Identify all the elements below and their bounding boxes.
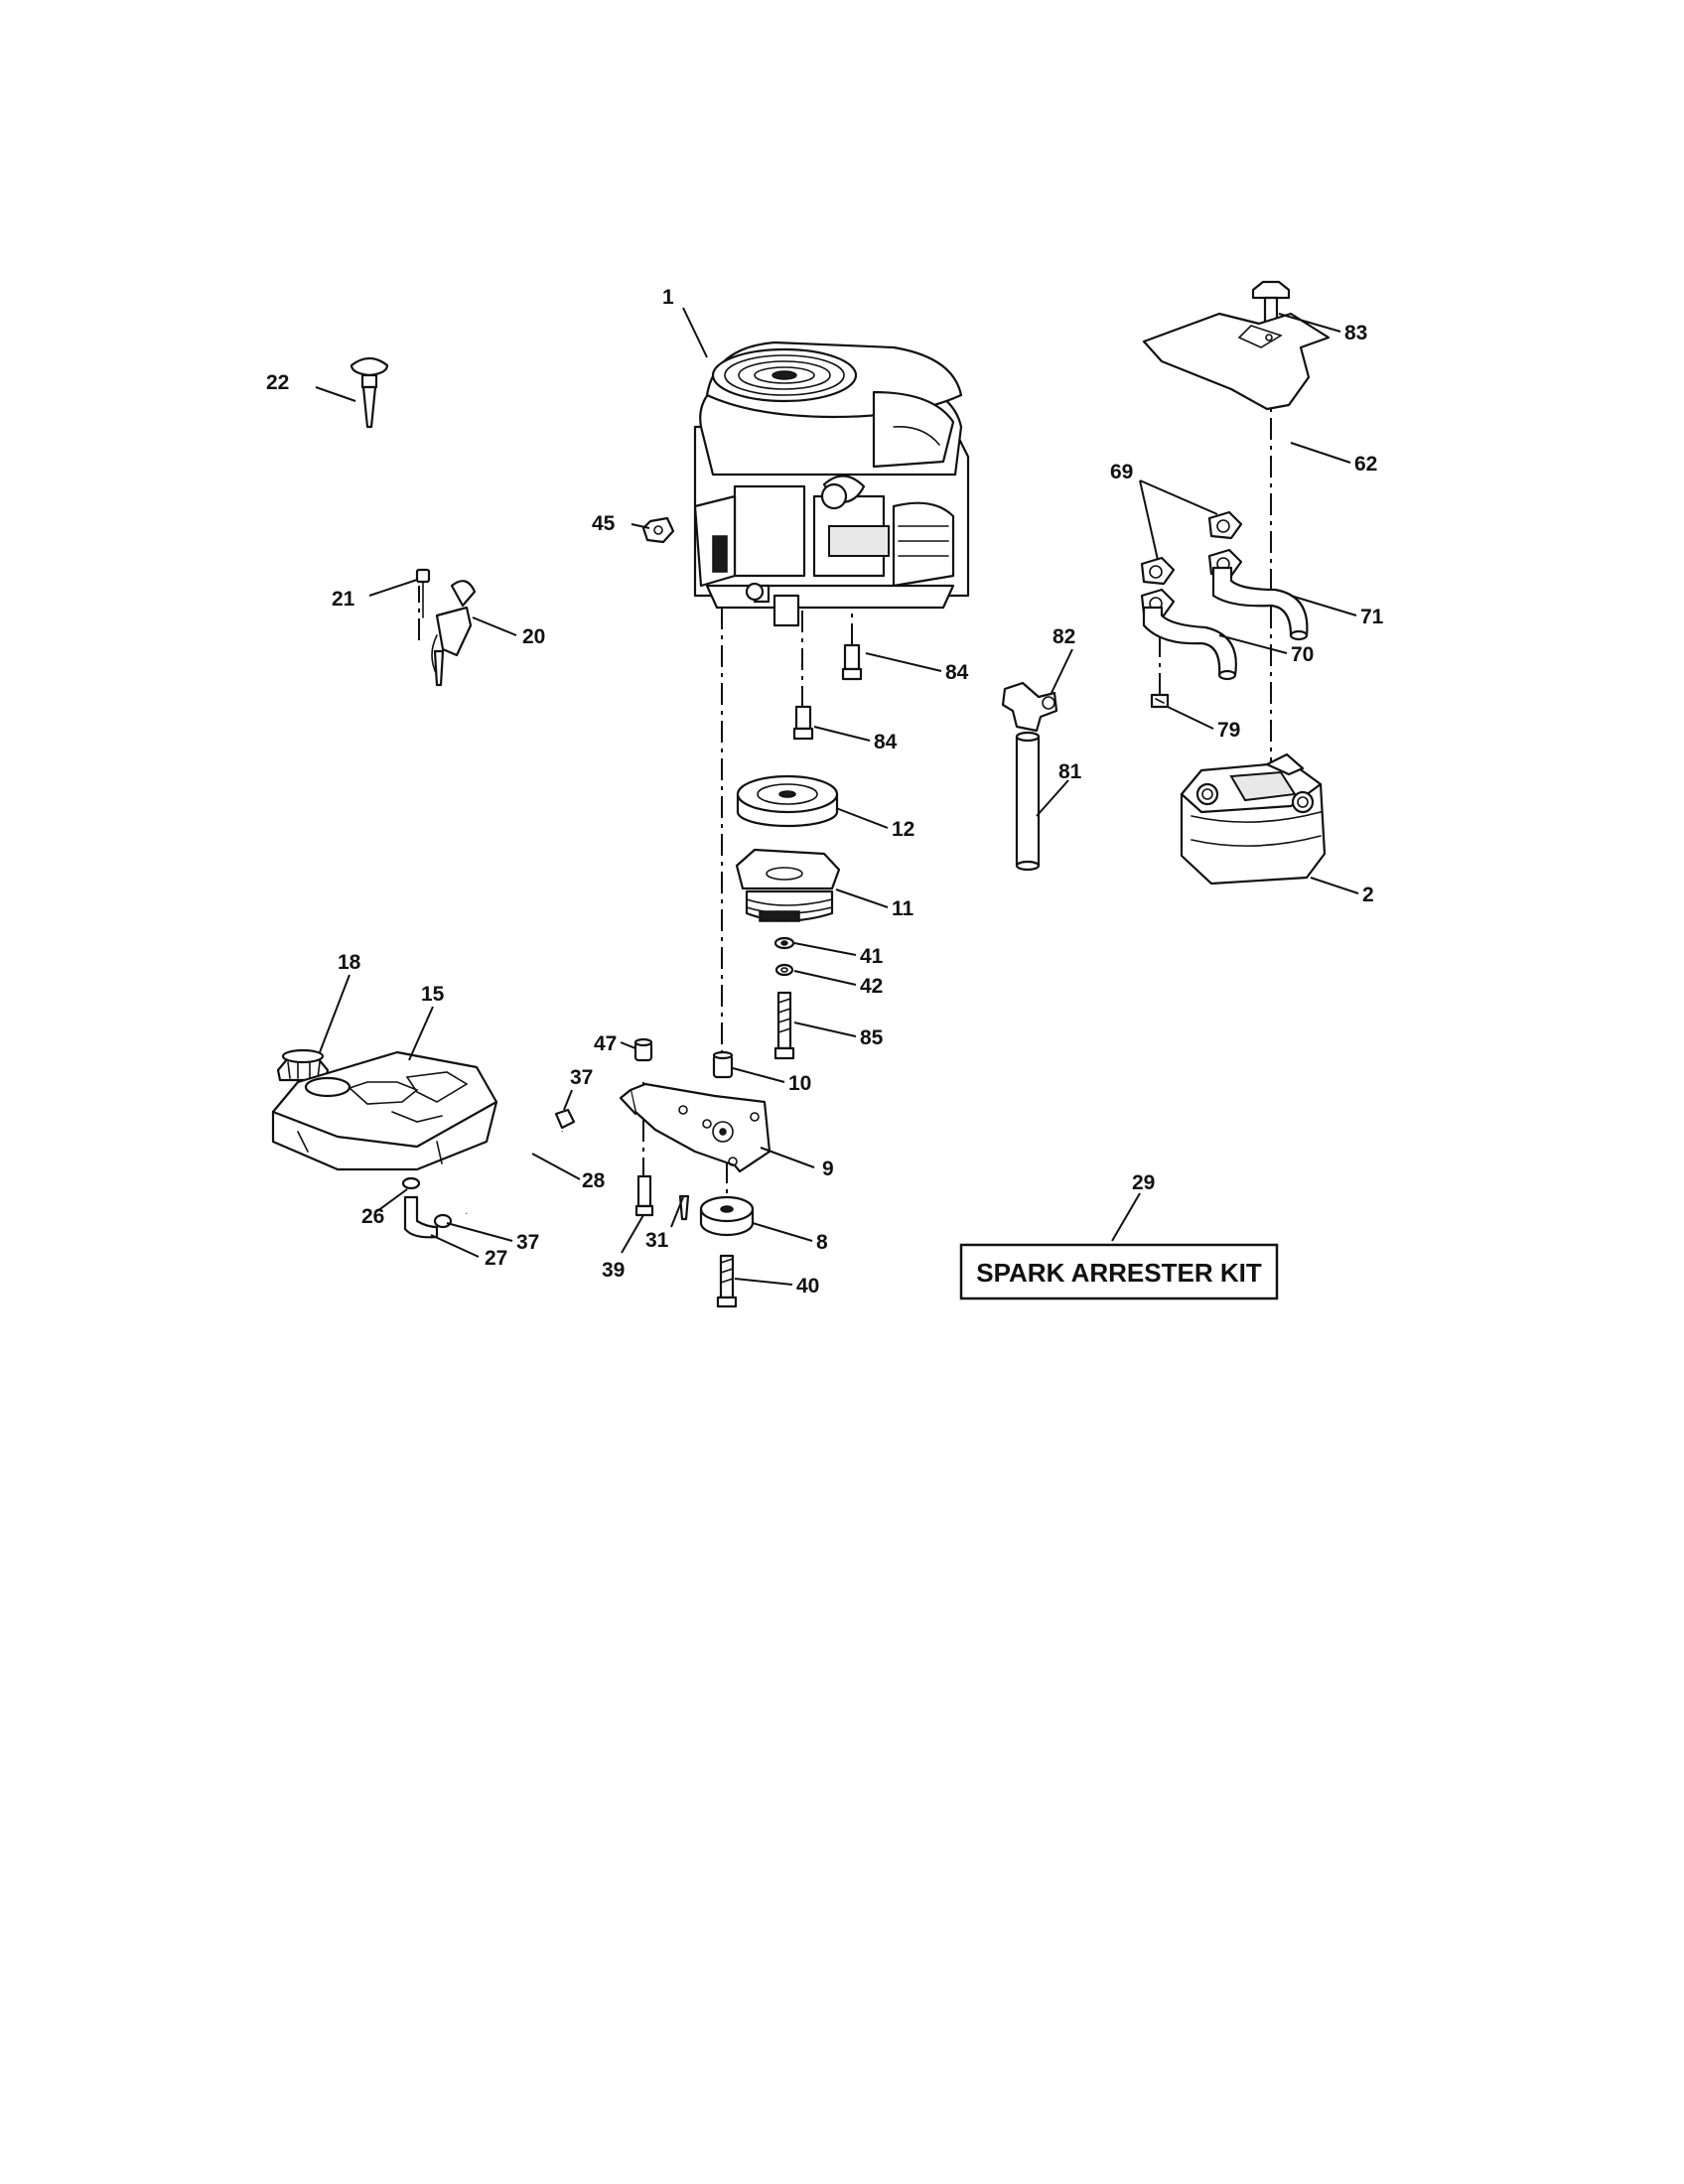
callout-40: 40 (796, 1275, 819, 1297)
callout-numbers: 1 22 45 21 20 83 62 69 71 70 79 84 84 82… (266, 286, 1384, 1297)
callout-39: 39 (602, 1259, 625, 1282)
callout-28: 28 (582, 1169, 606, 1192)
long-bolt-icon (773, 991, 795, 1060)
callout-21: 21 (332, 588, 355, 611)
fuel-tank-icon (271, 1050, 498, 1171)
callout-8: 8 (816, 1231, 828, 1254)
bolt-icon (716, 1254, 738, 1308)
callout-45: 45 (592, 512, 616, 535)
callout-18: 18 (338, 951, 361, 974)
callout-85: 85 (860, 1026, 884, 1049)
callout-79: 79 (1217, 719, 1240, 742)
callout-10: 10 (788, 1072, 811, 1095)
throttle-bracket-icon (415, 568, 477, 687)
elbow-fitting-icon (1001, 681, 1058, 733)
callout-2: 2 (1362, 884, 1374, 906)
bolt-icon (792, 643, 863, 741)
callout-29: 29 (1132, 1171, 1155, 1194)
callout-47: 47 (594, 1032, 617, 1055)
callout-69: 69 (1110, 461, 1133, 483)
callout-20: 20 (522, 625, 545, 648)
fuel-hose-icon (466, 1131, 563, 1214)
callout-82: 82 (1052, 625, 1075, 648)
leader-lines (315, 307, 1359, 1286)
callout-71: 71 (1360, 606, 1384, 628)
callout-27: 27 (485, 1247, 507, 1270)
callout-70: 70 (1291, 643, 1314, 666)
exhaust-pipe-icon (1142, 566, 1309, 681)
bolt-icon (634, 1174, 690, 1221)
callout-22: 22 (266, 371, 289, 394)
callout-83: 83 (1344, 322, 1367, 344)
callout-11: 11 (892, 897, 914, 920)
callout-15: 15 (421, 983, 445, 1006)
push-pin-icon (350, 356, 389, 429)
callout-84-lower: 84 (874, 731, 898, 753)
muffler-icon (1180, 752, 1327, 886)
pulley-icon (736, 774, 839, 828)
heat-shield-icon (1142, 312, 1331, 411)
fuel-cap-icon (276, 1048, 330, 1082)
callout-62: 62 (1354, 453, 1377, 476)
spacer-icon (633, 1037, 734, 1079)
callout-41: 41 (860, 945, 884, 968)
callout-37-lower: 37 (516, 1231, 539, 1254)
callout-31: 31 (645, 1229, 669, 1252)
callout-1: 1 (662, 286, 674, 309)
callout-42: 42 (860, 975, 883, 998)
spark-arrester-kit-label: SPARK ARRESTER KIT (976, 1258, 1262, 1288)
idler-pulley-icon (699, 1195, 755, 1237)
idler-bracket-icon (619, 1082, 772, 1173)
washer-icon (773, 936, 795, 977)
engine-icon (693, 341, 970, 627)
clutch-icon (735, 848, 841, 922)
callout-84-upper: 84 (945, 661, 969, 684)
nut-icon (641, 516, 675, 544)
bolt-icon (1150, 693, 1170, 709)
callout-81: 81 (1058, 760, 1082, 783)
callout-12: 12 (892, 818, 914, 841)
tube-icon (1015, 731, 1041, 872)
fuel-fitting-icon (401, 1108, 576, 1239)
callout-37-upper: 37 (570, 1066, 593, 1089)
spark-arrester-kit-box: SPARK ARRESTER KIT (959, 1243, 1279, 1300)
callout-9: 9 (822, 1158, 834, 1180)
callout-26: 26 (361, 1205, 384, 1228)
